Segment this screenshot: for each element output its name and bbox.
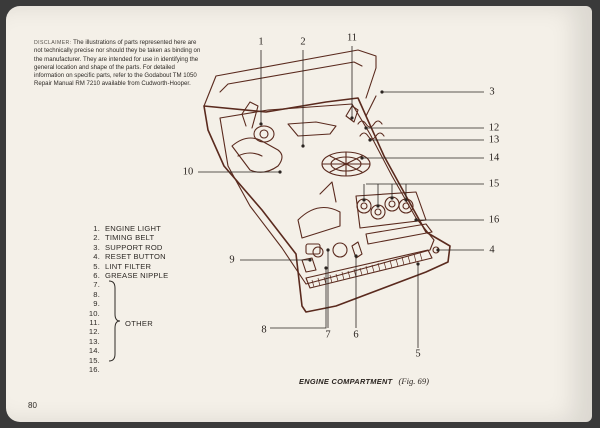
legend-item: 7. [93,280,100,290]
page-number: 80 [28,401,37,410]
legend-item: 1.ENGINE LIGHT [93,224,161,233]
callout-7: 7 [325,329,331,341]
callout-2: 2 [300,36,306,48]
legend-item: 9. [93,299,100,309]
callout-4: 4 [489,244,495,256]
parts-legend: 1.ENGINE LIGHT 2.TIMING BELT 3.SUPPORT R… [86,224,168,375]
legend-item: 14. [88,346,100,356]
engine-compartment-diagram [198,46,484,348]
callout-6: 6 [353,329,359,341]
callout-15: 15 [488,178,500,190]
caption-figure-number: (Fig. 69) [398,376,430,386]
callout-13: 13 [488,134,500,146]
figure-caption: ENGINE COMPARTMENT (Fig. 69) [299,376,429,386]
disclaimer: DISCLAIMER: The illustrations of parts r… [34,39,206,89]
legend-item: 16. [88,365,100,375]
legend-item: 6.GREASE NIPPLE [93,271,169,281]
manual-page: DISCLAIMER: The illustrations of parts r… [6,6,592,422]
legend-item: 3.SUPPORT ROD [93,242,163,252]
other-label: OTHER [125,319,154,328]
legend-item: 15. [88,355,100,365]
callout-12: 12 [488,122,500,134]
callout-10: 10 [182,166,194,178]
legend-item: 10. [88,308,100,318]
legend-item: 4.RESET BUTTON [93,252,166,262]
callout-5: 5 [415,348,421,360]
callout-9: 9 [229,254,235,266]
legend-item: 5.LINT FILTER [93,261,152,271]
legend-item: 2.TIMING BELT [93,233,155,243]
callout-11: 11 [346,32,358,44]
callout-1: 1 [258,36,264,48]
legend-item: 8. [93,289,100,299]
callout-14: 14 [488,152,500,164]
curly-brace-icon [108,280,121,362]
caption-title: ENGINE COMPARTMENT [299,377,393,386]
callout-8: 8 [261,324,267,336]
disclaimer-text: The illustrations of parts represented h… [34,39,201,88]
legend-item: 13. [88,336,100,346]
disclaimer-label: DISCLAIMER: [34,40,72,46]
callout-3: 3 [489,86,495,98]
callout-16: 16 [488,214,500,226]
legend-item: 12. [88,327,100,337]
legend-item: 11. [89,318,100,328]
